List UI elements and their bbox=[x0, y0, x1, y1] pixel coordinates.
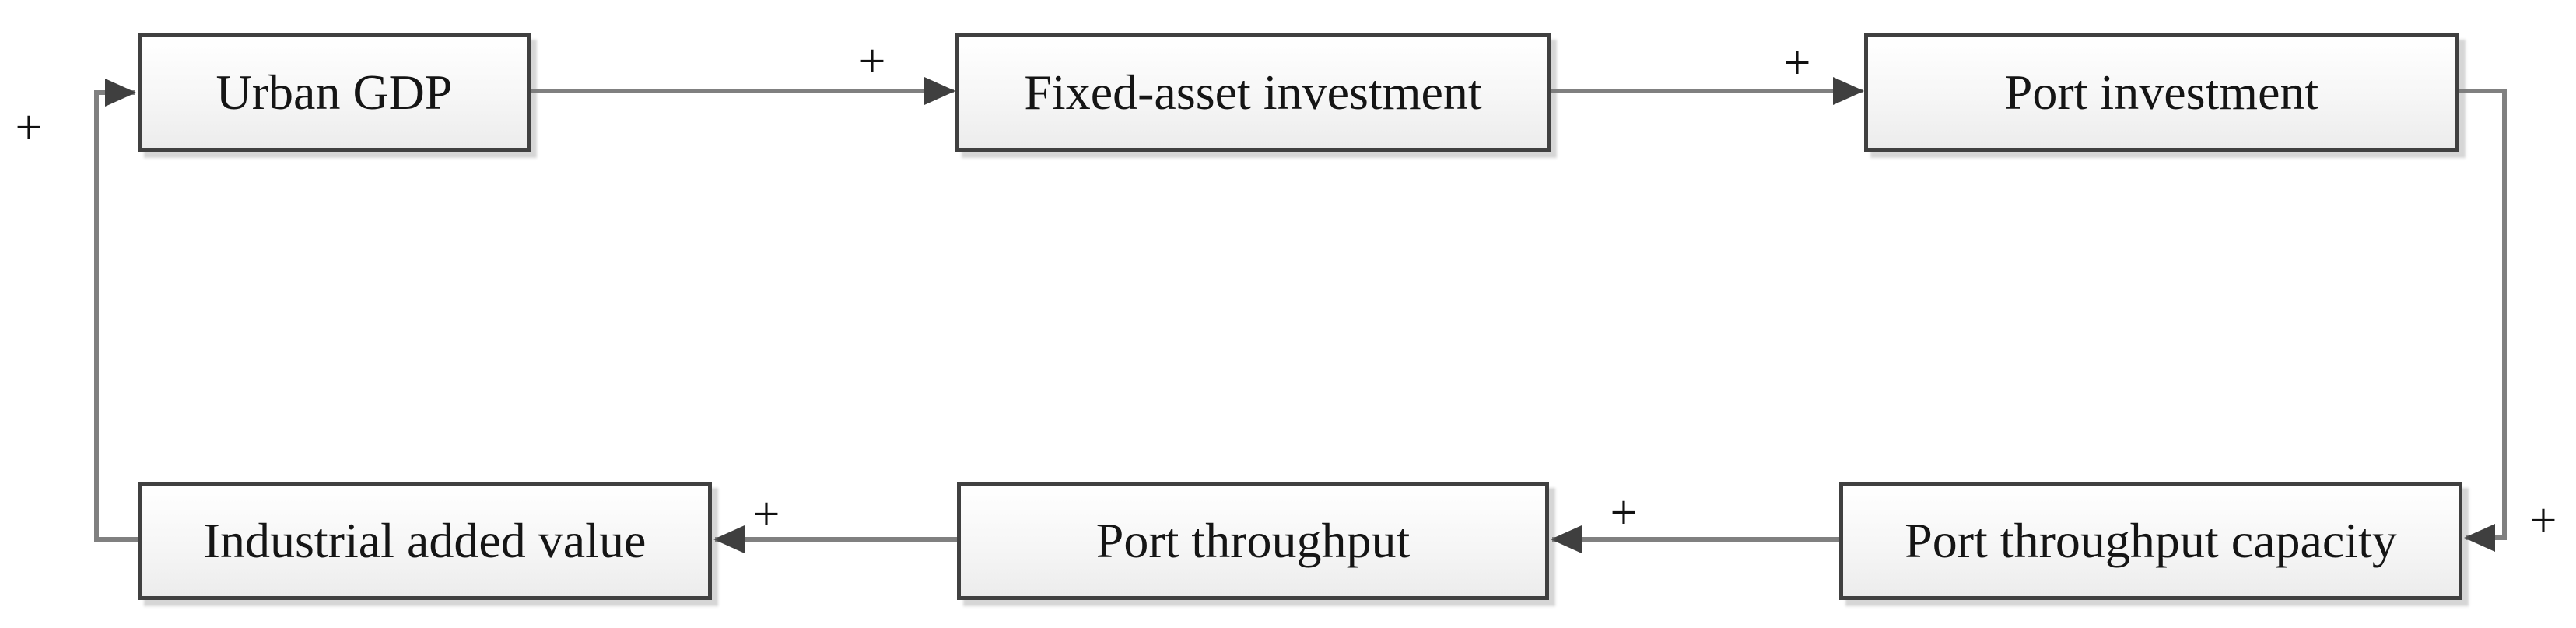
arrow-port-investment-to-port-throughput-capacity bbox=[2459, 89, 2507, 552]
node-label: Industrial added value bbox=[203, 513, 647, 568]
node-urban-gdp: Urban GDP bbox=[138, 33, 531, 152]
node-port-throughput-capacity: Port throughput capacity bbox=[1839, 482, 2462, 600]
node-label: Port throughput bbox=[1095, 513, 1411, 568]
polarity-sign: + bbox=[2529, 494, 2557, 547]
polarity-sign: + bbox=[858, 35, 886, 88]
arrow-industrial-added-value-to-urban-gdp bbox=[94, 79, 138, 542]
node-fixed-asset-investment: Fixed-asset investment bbox=[955, 33, 1551, 152]
node-label: Port throughput capacity bbox=[1905, 513, 2397, 568]
node-label: Urban GDP bbox=[216, 65, 453, 120]
polarity-sign: + bbox=[15, 101, 43, 154]
polarity-sign: + bbox=[752, 488, 780, 541]
polarity-sign: + bbox=[1610, 486, 1638, 539]
node-industrial-added-value: Industrial added value bbox=[138, 482, 712, 600]
node-label: Fixed-asset investment bbox=[1024, 65, 1482, 120]
node-port-investment: Port investment bbox=[1864, 33, 2459, 152]
node-label: Port investment bbox=[2004, 65, 2319, 120]
node-port-throughput: Port throughput bbox=[957, 482, 1549, 600]
polarity-sign: + bbox=[1783, 37, 1811, 89]
